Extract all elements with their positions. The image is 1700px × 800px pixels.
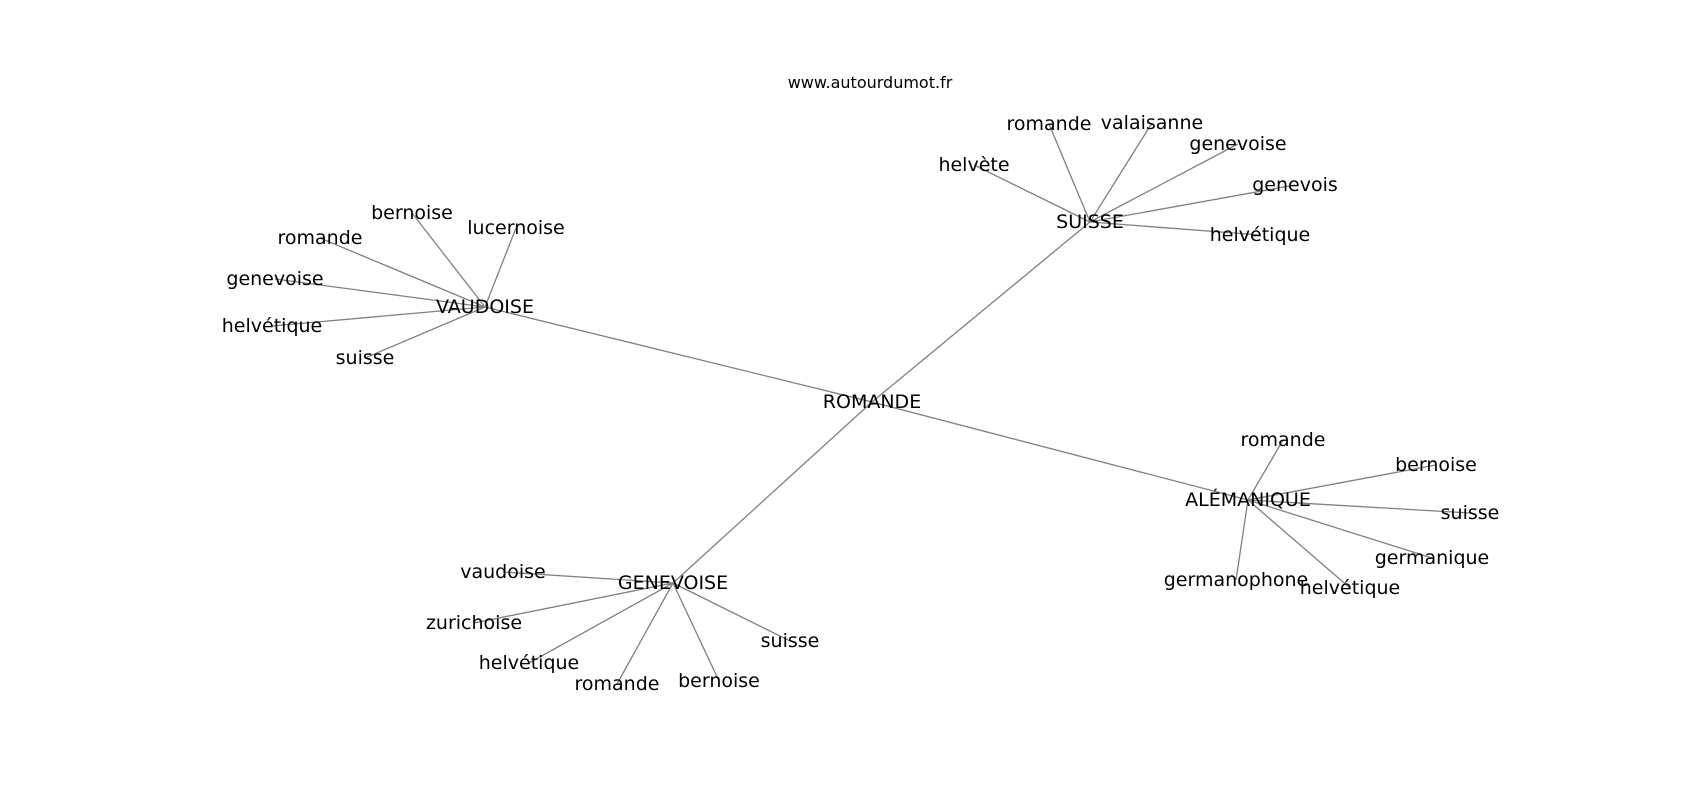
node-vaudoise-leaf-romande: romande bbox=[278, 227, 363, 249]
node-hub-genevoise: GENEVOISE bbox=[618, 572, 728, 594]
edge-suisse-valaisanne bbox=[1089, 122, 1153, 223]
node-vaudoise-leaf-genevoise: genevoise bbox=[226, 268, 323, 290]
labels-layer: ROMANDE VAUDOISE bernoise lucernoise romande… bbox=[222, 112, 1500, 695]
edge-genevoise-romande bbox=[616, 582, 674, 685]
edge-genevoise-vaudoise bbox=[502, 571, 674, 584]
node-alemanique-leaf-helvetique: helvétique bbox=[1300, 577, 1400, 599]
site-watermark: www.autourdumot.fr bbox=[788, 73, 953, 92]
edge-romande-suisse bbox=[871, 221, 1091, 403]
node-alemanique-leaf-suisse: suisse bbox=[1441, 502, 1500, 524]
edge-alemanique-germanophone bbox=[1235, 499, 1249, 581]
edge-vaudoise-bernoise bbox=[411, 212, 486, 308]
node-hub-suisse: SUISSE bbox=[1056, 211, 1124, 233]
edges-layer bbox=[271, 122, 1471, 685]
edge-suisse-helvete bbox=[973, 164, 1091, 223]
node-suisse-leaf-genevois: genevois bbox=[1252, 174, 1338, 196]
node-suisse-leaf-romande: romande bbox=[1007, 113, 1092, 135]
node-genevoise-leaf-vaudoise: vaudoise bbox=[460, 561, 545, 583]
node-suisse-leaf-valaisanne: valaisanne bbox=[1101, 112, 1203, 134]
edge-vaudoise-helvetique bbox=[271, 306, 486, 327]
edge-suisse-genevois bbox=[1089, 184, 1296, 223]
edge-alemanique-suisse bbox=[1247, 499, 1471, 514]
node-suisse-leaf-helvete: helvète bbox=[938, 154, 1009, 176]
node-vaudoise-leaf-suisse: suisse bbox=[336, 347, 395, 369]
node-genevoise-leaf-helvetique: helvétique bbox=[479, 652, 579, 674]
node-genevoise-leaf-romande: romande bbox=[575, 673, 660, 695]
edge-romande-genevoise bbox=[672, 401, 873, 584]
node-suisse-leaf-genevoise: genevoise bbox=[1189, 133, 1286, 155]
edge-suisse-romande bbox=[1048, 123, 1091, 223]
node-vaudoise-leaf-lucernoise: lucernoise bbox=[467, 217, 564, 239]
edge-alemanique-bernoise bbox=[1247, 464, 1437, 501]
edge-romande-vaudoise bbox=[484, 306, 873, 403]
edge-suisse-genevoise bbox=[1089, 143, 1239, 223]
node-genevoise-leaf-bernoise: bernoise bbox=[678, 670, 760, 692]
node-alemanique-leaf-germanique: germanique bbox=[1375, 547, 1490, 569]
edge-vaudoise-suisse bbox=[364, 306, 486, 359]
node-alemanique-leaf-bernoise: bernoise bbox=[1395, 454, 1477, 476]
edge-vaudoise-lucernoise bbox=[484, 227, 517, 308]
edge-vaudoise-romande bbox=[319, 237, 486, 308]
edge-genevoise-suisse bbox=[672, 582, 791, 642]
node-genevoise-leaf-zurichoise: zurichoise bbox=[426, 612, 522, 634]
node-vaudoise-leaf-helvetique: helvétique bbox=[222, 315, 322, 337]
edge-genevoise-helvetique bbox=[528, 582, 674, 664]
node-hub-alemanique: ALÉMANIQUE bbox=[1185, 488, 1311, 511]
edge-alemanique-romande bbox=[1247, 439, 1284, 501]
edge-alemanique-helvetique bbox=[1247, 499, 1351, 589]
edge-romande-alemanique bbox=[871, 401, 1249, 501]
node-alemanique-leaf-romande: romande bbox=[1241, 429, 1326, 451]
node-vaudoise-leaf-bernoise: bernoise bbox=[371, 202, 453, 224]
edge-genevoise-bernoise bbox=[672, 582, 720, 682]
node-alemanique-leaf-germanophone: germanophone bbox=[1164, 569, 1309, 591]
edge-suisse-helvetique bbox=[1089, 221, 1261, 236]
node-suisse-leaf-helvetique: helvétique bbox=[1210, 224, 1310, 246]
node-hub-vaudoise: VAUDOISE bbox=[436, 296, 534, 318]
node-genevoise-leaf-suisse: suisse bbox=[761, 630, 820, 652]
node-romande-center: ROMANDE bbox=[823, 391, 921, 413]
edge-genevoise-zurichoise bbox=[473, 582, 674, 624]
edge-vaudoise-genevoise bbox=[274, 278, 486, 308]
edge-alemanique-germanique bbox=[1247, 499, 1433, 559]
